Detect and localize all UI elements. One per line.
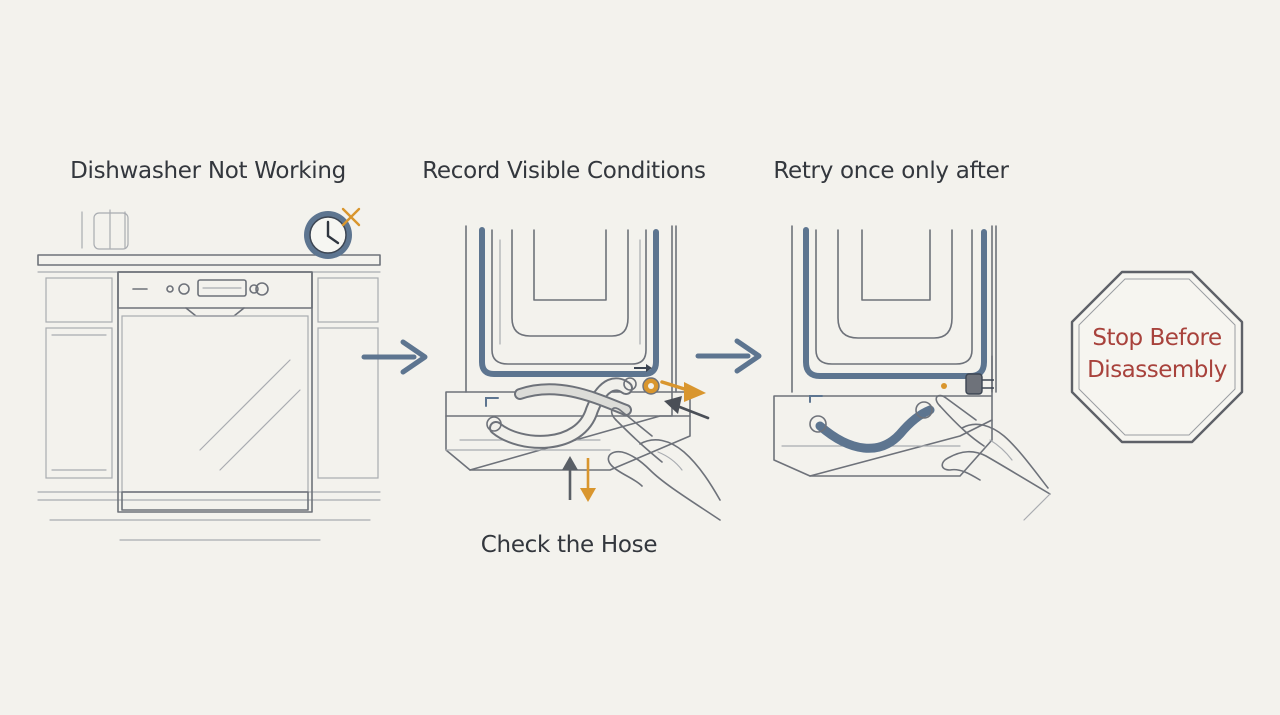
arrow-right-icon xyxy=(695,338,762,374)
dishwasher-illustration xyxy=(37,209,381,541)
step-3-label: Retry once only after xyxy=(773,158,1009,184)
step-1-label: Dishwasher Not Working xyxy=(70,158,346,184)
leak-arrow-icon xyxy=(660,380,706,402)
hose-caption: Check the Hose xyxy=(480,532,658,558)
pointer-arrow-icon xyxy=(664,396,710,420)
stop-label: Stop Before Disassembly xyxy=(1072,322,1242,386)
stop-line-2: Disassembly xyxy=(1087,357,1227,383)
arrow-right-icon xyxy=(361,339,428,375)
hand-icon xyxy=(607,407,721,521)
up-down-arrows-icon xyxy=(562,456,596,502)
clock-icon xyxy=(304,211,352,259)
stop-octagon-icon xyxy=(1070,270,1244,444)
step-2-label: Record Visible Conditions xyxy=(422,158,706,184)
stop-line-1: Stop Before xyxy=(1092,325,1222,351)
hand-icon xyxy=(935,394,1051,521)
cancel-x-icon xyxy=(341,207,361,227)
hose-check-illustration xyxy=(445,225,691,471)
retry-illustration xyxy=(773,225,997,477)
